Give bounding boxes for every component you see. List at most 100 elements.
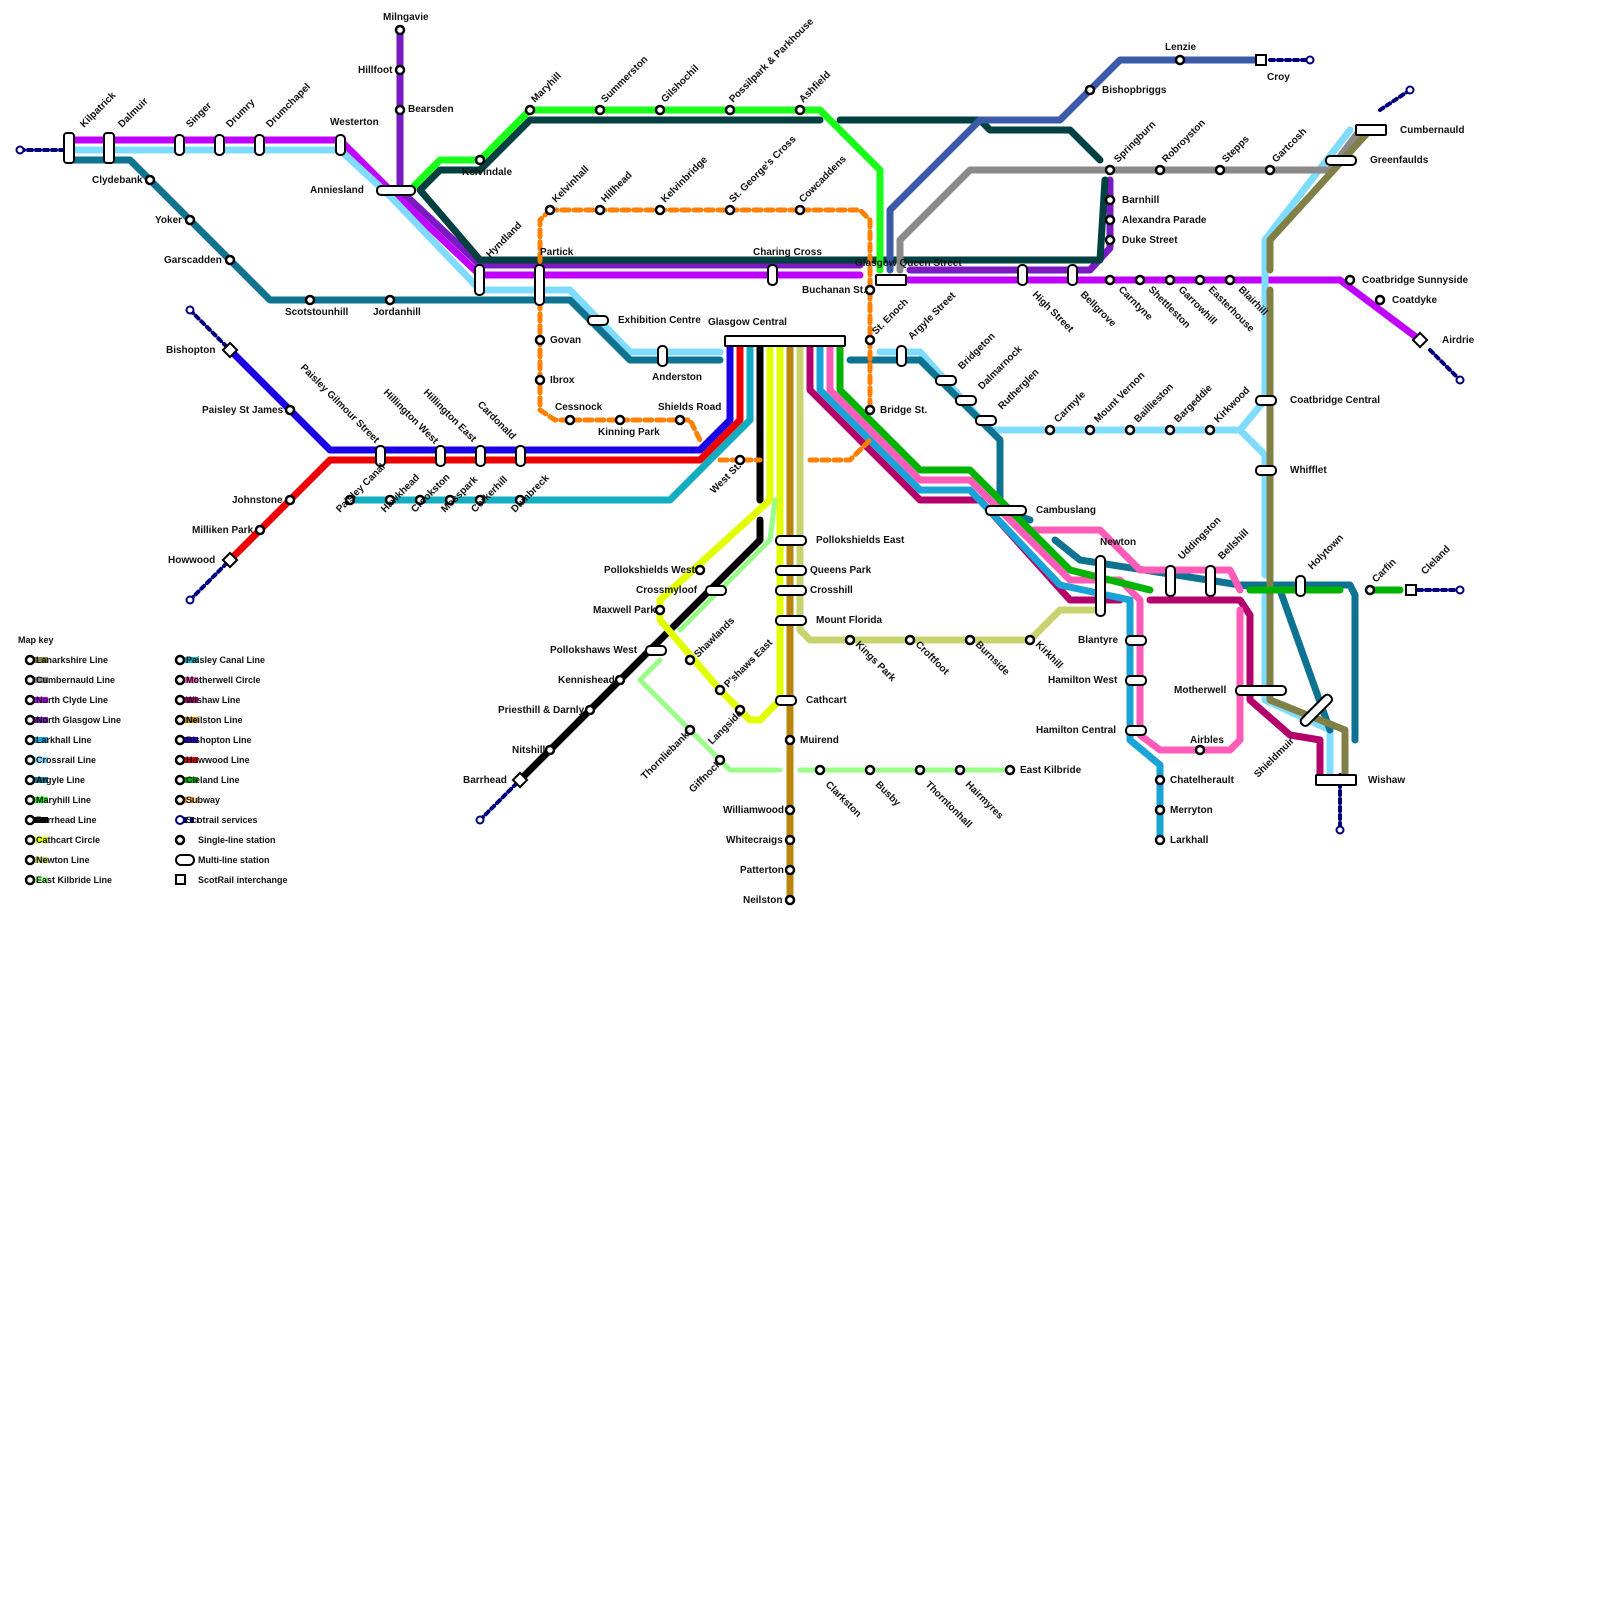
station-marker[interactable]: [734, 704, 746, 716]
station-marker[interactable]: [1004, 764, 1016, 776]
hyndland-pill[interactable]: [474, 264, 485, 296]
singer-pill[interactable]: [174, 134, 185, 156]
station-marker[interactable]: [1084, 84, 1096, 96]
whifflet-pill[interactable]: [1255, 465, 1277, 476]
station-marker[interactable]: [1194, 274, 1206, 286]
station-marker[interactable]: [684, 654, 696, 666]
station-marker[interactable]: [1104, 164, 1116, 176]
station-marker[interactable]: [1104, 274, 1116, 286]
station-marker[interactable]: [614, 674, 626, 686]
station-marker[interactable]: [724, 204, 736, 216]
station-marker[interactable]: [524, 104, 536, 116]
station-marker[interactable]: [1044, 424, 1056, 436]
bellshill-pill[interactable]: [1205, 565, 1216, 597]
station-marker[interactable]: [384, 294, 396, 306]
high-street-pill[interactable]: [1017, 264, 1028, 286]
newton-pill[interactable]: [1095, 555, 1106, 617]
station-marker[interactable]: [914, 764, 926, 776]
station-marker[interactable]: [674, 414, 686, 426]
station-marker[interactable]: [684, 724, 696, 736]
station-marker[interactable]: [694, 564, 706, 576]
westerton-pill[interactable]: [335, 134, 346, 156]
wishaw-pill[interactable]: [1315, 774, 1357, 786]
station-marker[interactable]: [954, 764, 966, 776]
station-marker[interactable]: [394, 64, 406, 76]
station-marker[interactable]: [904, 634, 916, 646]
anniesland-pill[interactable]: [376, 185, 416, 196]
station-marker[interactable]: [654, 604, 666, 616]
station-marker[interactable]: [1104, 194, 1116, 206]
hamilton-central-pill[interactable]: [1125, 725, 1147, 736]
charing-cross-pill[interactable]: [767, 264, 778, 286]
kilpatrick-pill[interactable]: [63, 132, 75, 164]
station-marker[interactable]: [534, 334, 546, 346]
station-marker[interactable]: [714, 684, 726, 696]
queens-park-pill[interactable]: [775, 565, 807, 576]
station-marker[interactable]: [794, 104, 806, 116]
station-marker[interactable]: [784, 864, 796, 876]
argyle-street-pill[interactable]: [896, 345, 907, 367]
station-marker[interactable]: [1104, 214, 1116, 226]
station-marker[interactable]: [394, 104, 406, 116]
station-marker[interactable]: [514, 494, 526, 506]
shieldmuir-pill[interactable]: [1299, 693, 1334, 728]
station-marker[interactable]: [1374, 294, 1386, 306]
bridgeton-pill[interactable]: [935, 375, 957, 386]
station-marker[interactable]: [544, 744, 556, 756]
exhibition-pill[interactable]: [587, 315, 609, 326]
mount-florida-pill[interactable]: [775, 615, 807, 626]
station-marker[interactable]: [1134, 274, 1146, 286]
station-marker[interactable]: [864, 404, 876, 416]
uddingston-pill[interactable]: [1165, 565, 1176, 597]
station-marker[interactable]: [864, 334, 876, 346]
cardonald-pill[interactable]: [475, 445, 486, 467]
crossmyloof-pill[interactable]: [705, 585, 727, 596]
station-marker[interactable]: [1364, 584, 1376, 596]
station-marker[interactable]: [1154, 774, 1166, 786]
hillington-east-pill[interactable]: [435, 445, 446, 467]
motherwell-pill[interactable]: [1235, 685, 1287, 696]
station-marker[interactable]: [1154, 834, 1166, 846]
anderston-pill[interactable]: [657, 345, 668, 367]
station-marker[interactable]: [1344, 274, 1356, 286]
cathcart-pill[interactable]: [775, 695, 797, 706]
station-marker[interactable]: [224, 254, 236, 266]
howwood-sq[interactable]: [221, 551, 239, 569]
station-marker[interactable]: [544, 204, 556, 216]
station-marker[interactable]: [1264, 164, 1276, 176]
partick-pill[interactable]: [534, 264, 545, 306]
station-marker[interactable]: [1194, 744, 1206, 756]
rutherglen-pill[interactable]: [975, 415, 997, 426]
station-marker[interactable]: [784, 804, 796, 816]
station-marker[interactable]: [384, 494, 396, 506]
barrhead-sq[interactable]: [511, 771, 529, 789]
station-marker[interactable]: [344, 494, 356, 506]
holytown-pill[interactable]: [1295, 575, 1306, 597]
station-marker[interactable]: [1024, 634, 1036, 646]
cumbernauld-sq[interactable]: [1355, 124, 1387, 136]
station-marker[interactable]: [724, 104, 736, 116]
bellgrove-pill[interactable]: [1067, 264, 1078, 286]
station-marker[interactable]: [1154, 164, 1166, 176]
station-marker[interactable]: [734, 454, 746, 466]
coatbridge-central-pill[interactable]: [1255, 395, 1277, 406]
airdrie-sq[interactable]: [1411, 331, 1429, 349]
station-marker[interactable]: [784, 734, 796, 746]
station-marker[interactable]: [844, 634, 856, 646]
station-marker[interactable]: [1124, 424, 1136, 436]
blantyre-pill[interactable]: [1125, 635, 1147, 646]
station-marker[interactable]: [1214, 164, 1226, 176]
station-marker[interactable]: [714, 754, 726, 766]
station-marker[interactable]: [444, 494, 456, 506]
station-marker[interactable]: [1164, 424, 1176, 436]
station-marker[interactable]: [584, 704, 596, 716]
station-marker[interactable]: [964, 634, 976, 646]
station-marker[interactable]: [784, 894, 796, 906]
station-marker[interactable]: [1174, 54, 1186, 66]
hillington-west-pill[interactable]: [375, 445, 386, 467]
station-marker[interactable]: [1204, 424, 1216, 436]
station-marker[interactable]: [284, 404, 296, 416]
crosshill-pill[interactable]: [775, 585, 807, 596]
greenfaulds-pill[interactable]: [1325, 155, 1357, 166]
station-marker[interactable]: [864, 284, 876, 296]
